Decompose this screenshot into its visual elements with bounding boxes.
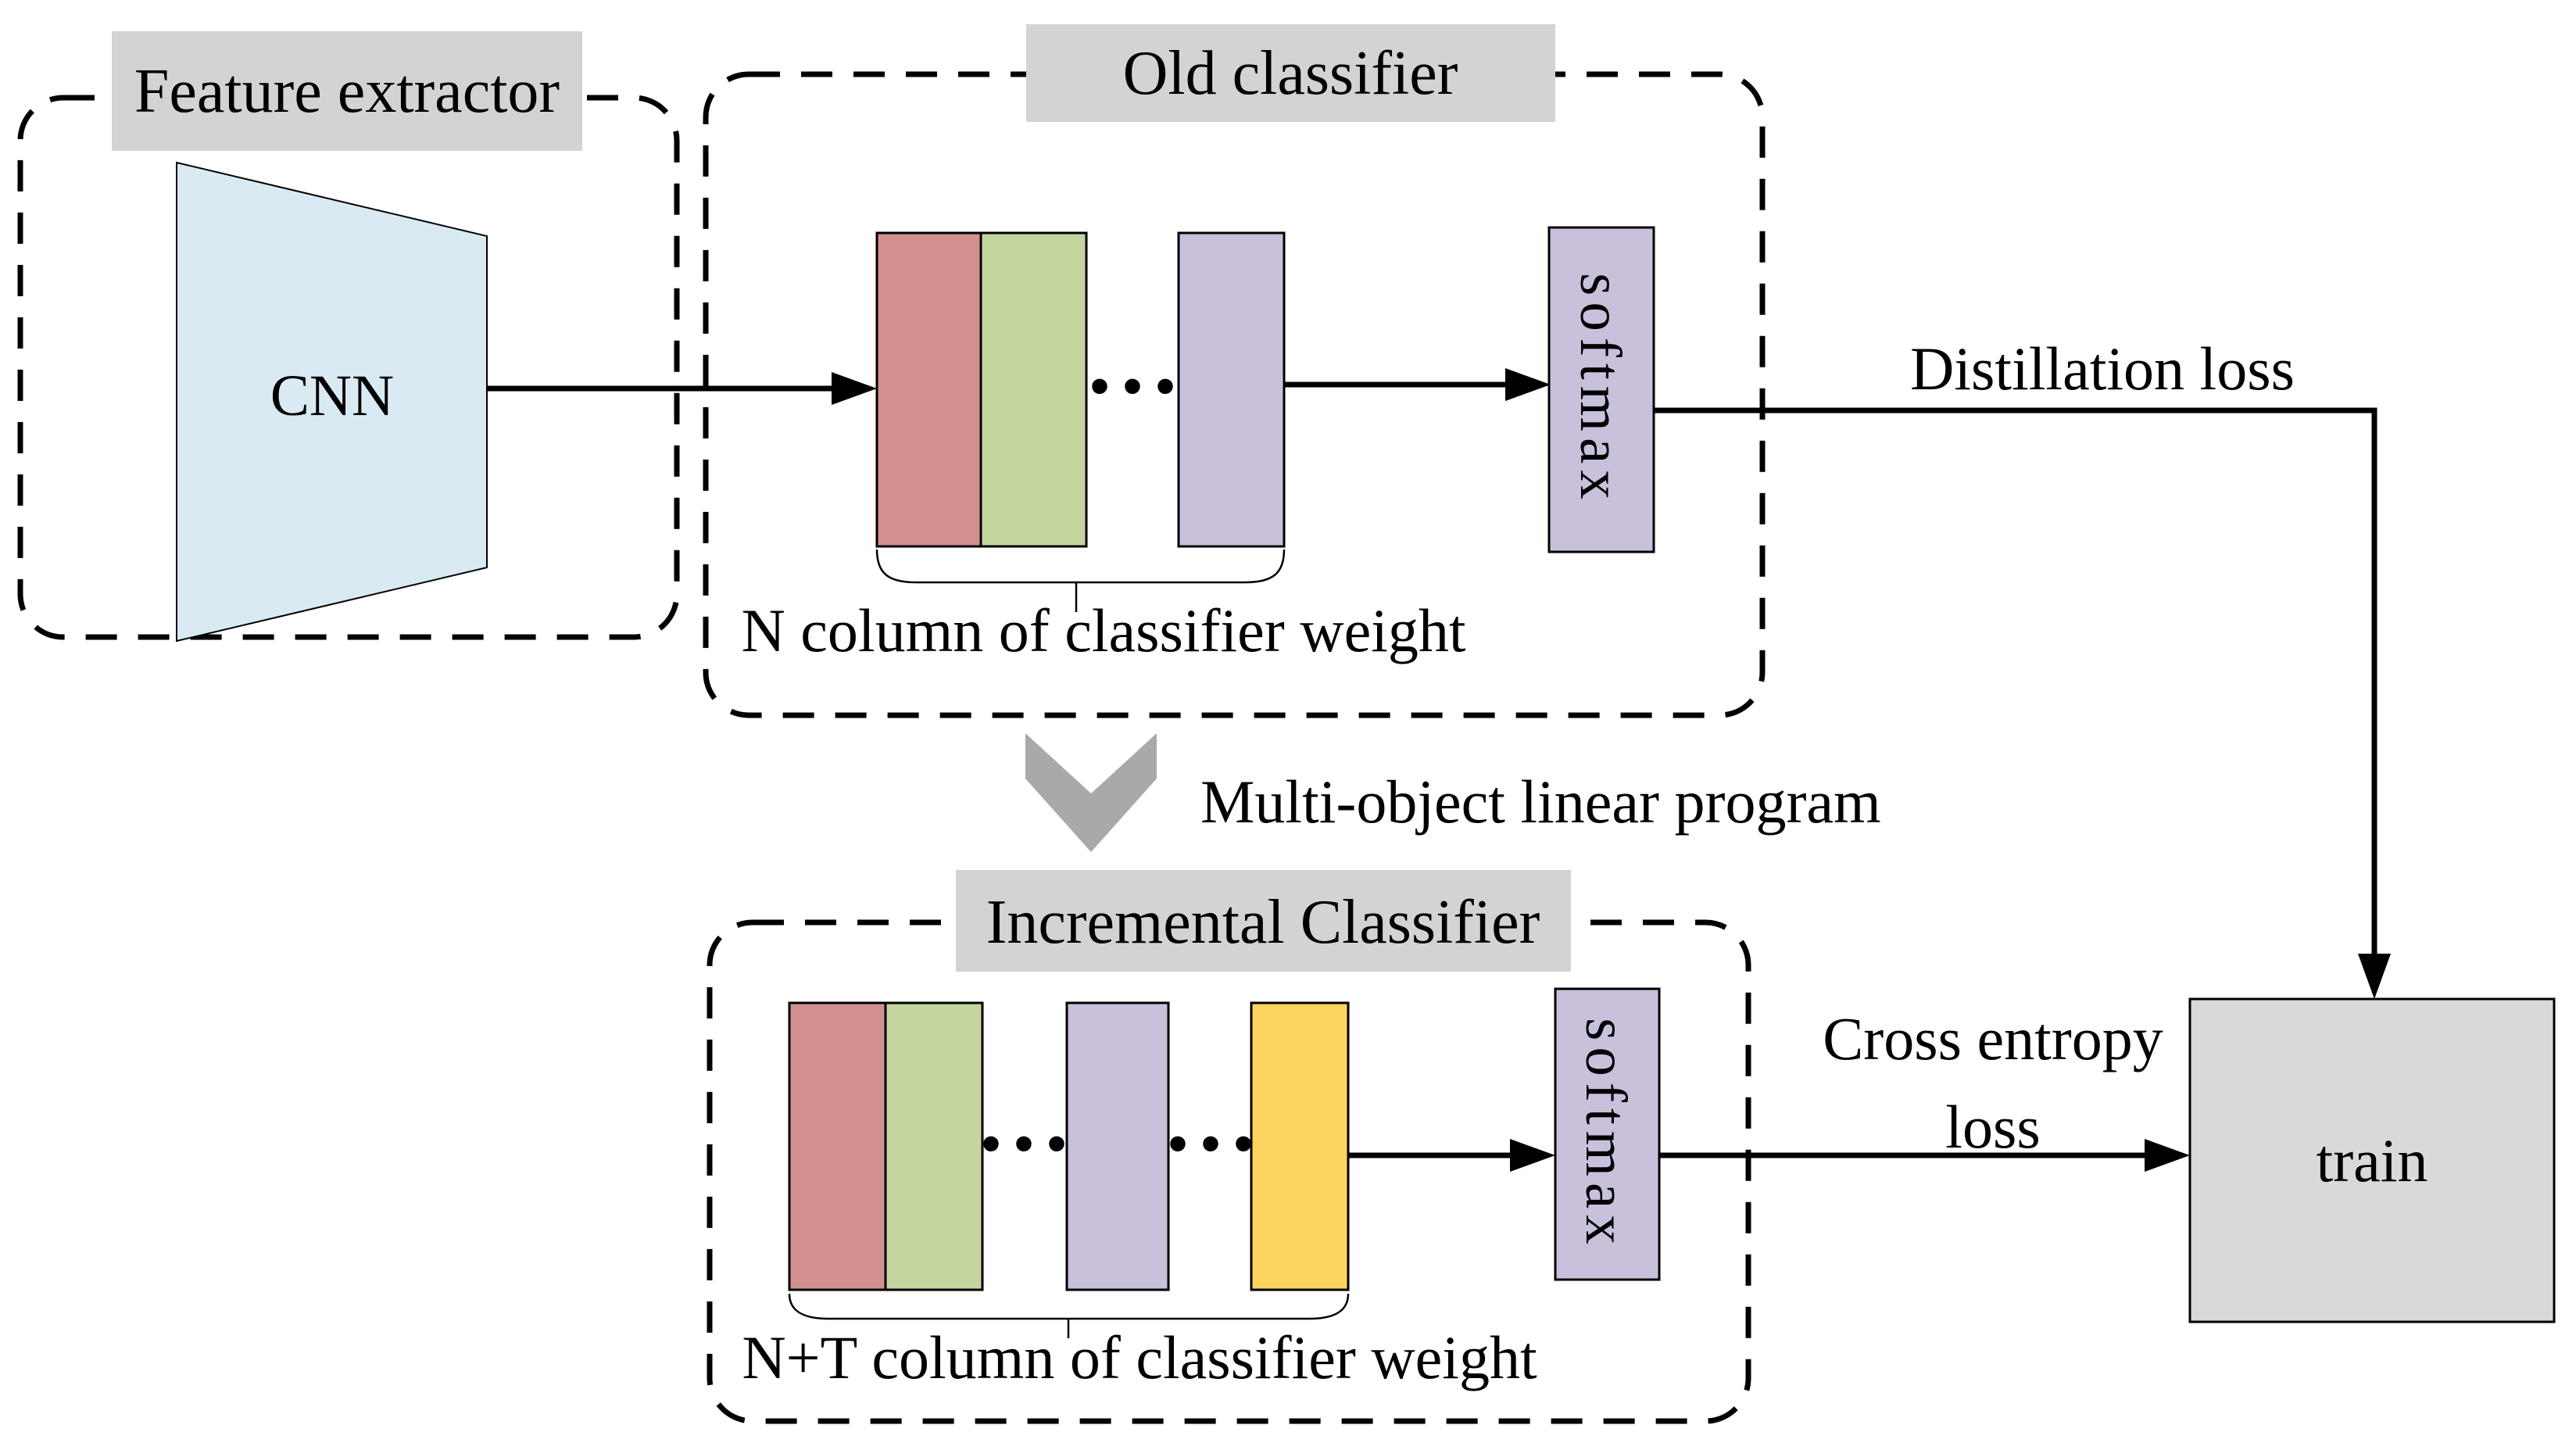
incremental-weights-ellipsis-1: ···: [975, 1091, 1074, 1195]
train-box: [2188, 997, 2556, 1323]
cross-entropy-label-line1: Cross entropy: [1823, 1004, 2163, 1072]
cross-entropy-label-line2: loss: [1945, 1093, 2040, 1161]
incremental-weights-ellipsis-2: ···: [1162, 1091, 1261, 1195]
old-softmax-box: [1547, 226, 1655, 553]
incremental-weight-column-green: [884, 1001, 984, 1291]
old-weight-column-purple: [1177, 231, 1286, 548]
transform-label: Multi-object linear program: [1200, 768, 1881, 836]
cnn-label: CNN: [270, 363, 394, 428]
arrow-head-old-softmax: [1505, 368, 1551, 401]
arrow-head-incremental-softmax: [1510, 1139, 1555, 1172]
distillation-loss-line: [1654, 407, 2377, 955]
incremental-weight-column-yellow: [1250, 1001, 1350, 1291]
old-classifier-label-plate: [1026, 24, 1555, 122]
cnn-trapezoid: [176, 161, 488, 643]
old-weights-brace: [875, 549, 1286, 584]
incremental-classifier-title: Incremental Classifier: [986, 888, 1540, 957]
old-classifier-title: Old classifier: [1123, 39, 1458, 108]
incremental-weight-column-purple: [1065, 1001, 1170, 1291]
arrow-head-into-train-top: [2358, 954, 2391, 999]
incremental-classifier-label-plate: [956, 870, 1571, 972]
old-weights-caption: N column of classifier weight: [741, 596, 1465, 664]
arrow-head-into-train-left: [2145, 1139, 2190, 1172]
incremental-softmax-box: [1554, 987, 1661, 1281]
train-label: train: [2317, 1126, 2428, 1194]
old-weight-column-red: [875, 231, 982, 548]
arrow-head-old-weights: [832, 372, 877, 405]
incremental-weight-column-red: [788, 1001, 887, 1291]
old-weight-column-green: [979, 231, 1088, 548]
chevron-down-icon: [1025, 733, 1157, 852]
old-weights-ellipsis: ···: [1084, 334, 1182, 438]
incremental-softmax-label: softmax: [1573, 1018, 1638, 1251]
feature-extractor-label-plate: [112, 31, 582, 151]
feature-extractor-title: Feature extractor: [134, 57, 560, 126]
old-softmax-label: softmax: [1568, 273, 1633, 506]
distillation-loss-label: Distillation loss: [1910, 335, 2295, 403]
incremental-weights-brace: [788, 1293, 1350, 1320]
incremental-weights-caption: N+T column of classifier weight: [742, 1323, 1537, 1391]
